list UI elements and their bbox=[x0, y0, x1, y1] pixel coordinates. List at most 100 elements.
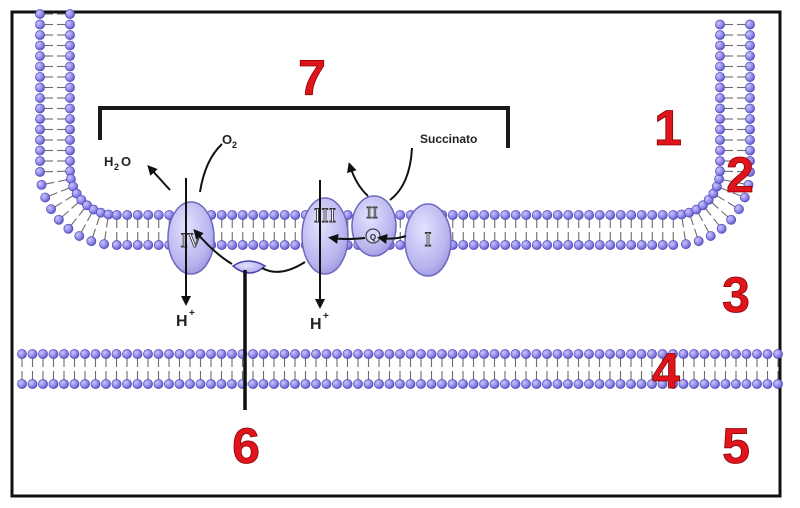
lipid-head bbox=[300, 379, 311, 389]
lipid-head bbox=[426, 379, 437, 389]
label-3: 3 bbox=[722, 267, 750, 323]
lipid-head bbox=[468, 379, 479, 389]
ubiquinone-label: Q bbox=[370, 233, 376, 242]
lipid-head bbox=[279, 210, 290, 220]
lipid-head bbox=[300, 349, 311, 359]
lipid-head bbox=[715, 40, 725, 51]
lipid-head bbox=[53, 214, 64, 225]
lipid-head bbox=[122, 210, 133, 220]
lipid-head bbox=[405, 379, 416, 389]
lipid-head bbox=[248, 379, 258, 389]
lipid-head bbox=[636, 349, 647, 359]
lipid-head bbox=[111, 210, 122, 220]
lipid-head bbox=[416, 349, 426, 359]
lipid-head bbox=[384, 349, 395, 359]
lipid-head bbox=[594, 240, 605, 250]
lipid-head bbox=[489, 349, 500, 359]
lipid-head bbox=[374, 379, 384, 389]
lipid-head bbox=[745, 156, 755, 166]
lipid-head bbox=[636, 240, 647, 250]
lipid-head bbox=[726, 214, 737, 225]
lipid-head bbox=[489, 379, 500, 389]
lipid-head bbox=[594, 379, 605, 389]
lipid-head bbox=[678, 349, 689, 359]
lipid-head bbox=[122, 349, 132, 359]
lipid-head bbox=[132, 349, 143, 359]
inner-membrane bbox=[35, 9, 755, 250]
lipid-head bbox=[279, 240, 290, 250]
lipid-head bbox=[745, 51, 755, 61]
lipid-head bbox=[290, 210, 301, 220]
lipid-head bbox=[745, 135, 755, 145]
lipid-head bbox=[122, 379, 132, 389]
lipid-head bbox=[743, 179, 754, 190]
lipid-head bbox=[552, 240, 563, 250]
oxygen-o: O bbox=[222, 132, 232, 147]
lipid-head bbox=[395, 210, 406, 220]
lipid-head bbox=[500, 379, 510, 389]
lipid-head bbox=[552, 210, 563, 220]
lipid-head bbox=[143, 240, 154, 250]
lipid-head bbox=[605, 349, 615, 359]
bracket bbox=[98, 106, 510, 148]
lipid-head bbox=[59, 379, 69, 389]
lipid-head bbox=[35, 135, 45, 145]
lipid-head bbox=[174, 349, 185, 359]
lipid-head bbox=[143, 349, 153, 359]
lipid-head bbox=[715, 93, 725, 103]
lipid-head bbox=[710, 379, 720, 389]
lipid-head bbox=[668, 379, 678, 389]
label-5: 5 bbox=[722, 418, 750, 474]
lipid-head bbox=[206, 349, 216, 359]
lipid-head bbox=[35, 61, 45, 72]
proton-left-label: H + bbox=[176, 308, 195, 330]
lipid-head bbox=[269, 349, 279, 359]
lipid-head bbox=[90, 379, 101, 389]
lipid-head bbox=[745, 72, 755, 82]
lipid-head bbox=[290, 379, 300, 389]
lipid-head bbox=[111, 240, 122, 250]
lipid-head bbox=[693, 236, 704, 247]
complex-ii-label: II bbox=[366, 204, 378, 222]
lipid-head bbox=[59, 349, 69, 359]
lipid-head bbox=[374, 349, 384, 359]
lipid-head bbox=[363, 379, 374, 389]
lipid-head bbox=[773, 379, 783, 389]
lipid-head bbox=[542, 210, 553, 220]
lipid-head bbox=[290, 349, 300, 359]
lipid-head bbox=[90, 349, 101, 359]
lipid-head bbox=[745, 61, 755, 72]
lipid-head bbox=[416, 379, 426, 389]
lipid-head bbox=[531, 210, 542, 220]
proton-left-h: H bbox=[176, 313, 188, 330]
lipid-head bbox=[715, 61, 725, 72]
lipid-head bbox=[479, 379, 489, 389]
lipid-head bbox=[734, 204, 744, 215]
lipid-head bbox=[35, 103, 45, 114]
lipid-head bbox=[65, 19, 75, 30]
lipid-head bbox=[715, 114, 725, 124]
lipid-head bbox=[447, 210, 458, 220]
lipid-head bbox=[715, 30, 725, 40]
lipid-head bbox=[531, 349, 542, 359]
lipid-head bbox=[65, 135, 75, 145]
lipid-head bbox=[500, 240, 511, 250]
lipid-head bbox=[563, 210, 574, 220]
lipid-head bbox=[99, 239, 110, 250]
lipid-head bbox=[101, 349, 111, 359]
lipid-head bbox=[689, 379, 699, 389]
lipid-head bbox=[479, 240, 490, 250]
lipid-head bbox=[111, 379, 122, 389]
lipid-head bbox=[745, 82, 755, 93]
lipid-head bbox=[269, 379, 279, 389]
lipid-head bbox=[216, 240, 227, 250]
lipid-head bbox=[35, 145, 45, 156]
lipid-head bbox=[657, 349, 668, 359]
lipid-head bbox=[65, 61, 75, 72]
water-label: H 2 O bbox=[104, 154, 131, 172]
lipid-head bbox=[35, 114, 45, 124]
lipid-head bbox=[479, 349, 489, 359]
lipid-head bbox=[35, 30, 45, 40]
lipid-head bbox=[195, 379, 206, 389]
lipid-head bbox=[715, 19, 725, 30]
